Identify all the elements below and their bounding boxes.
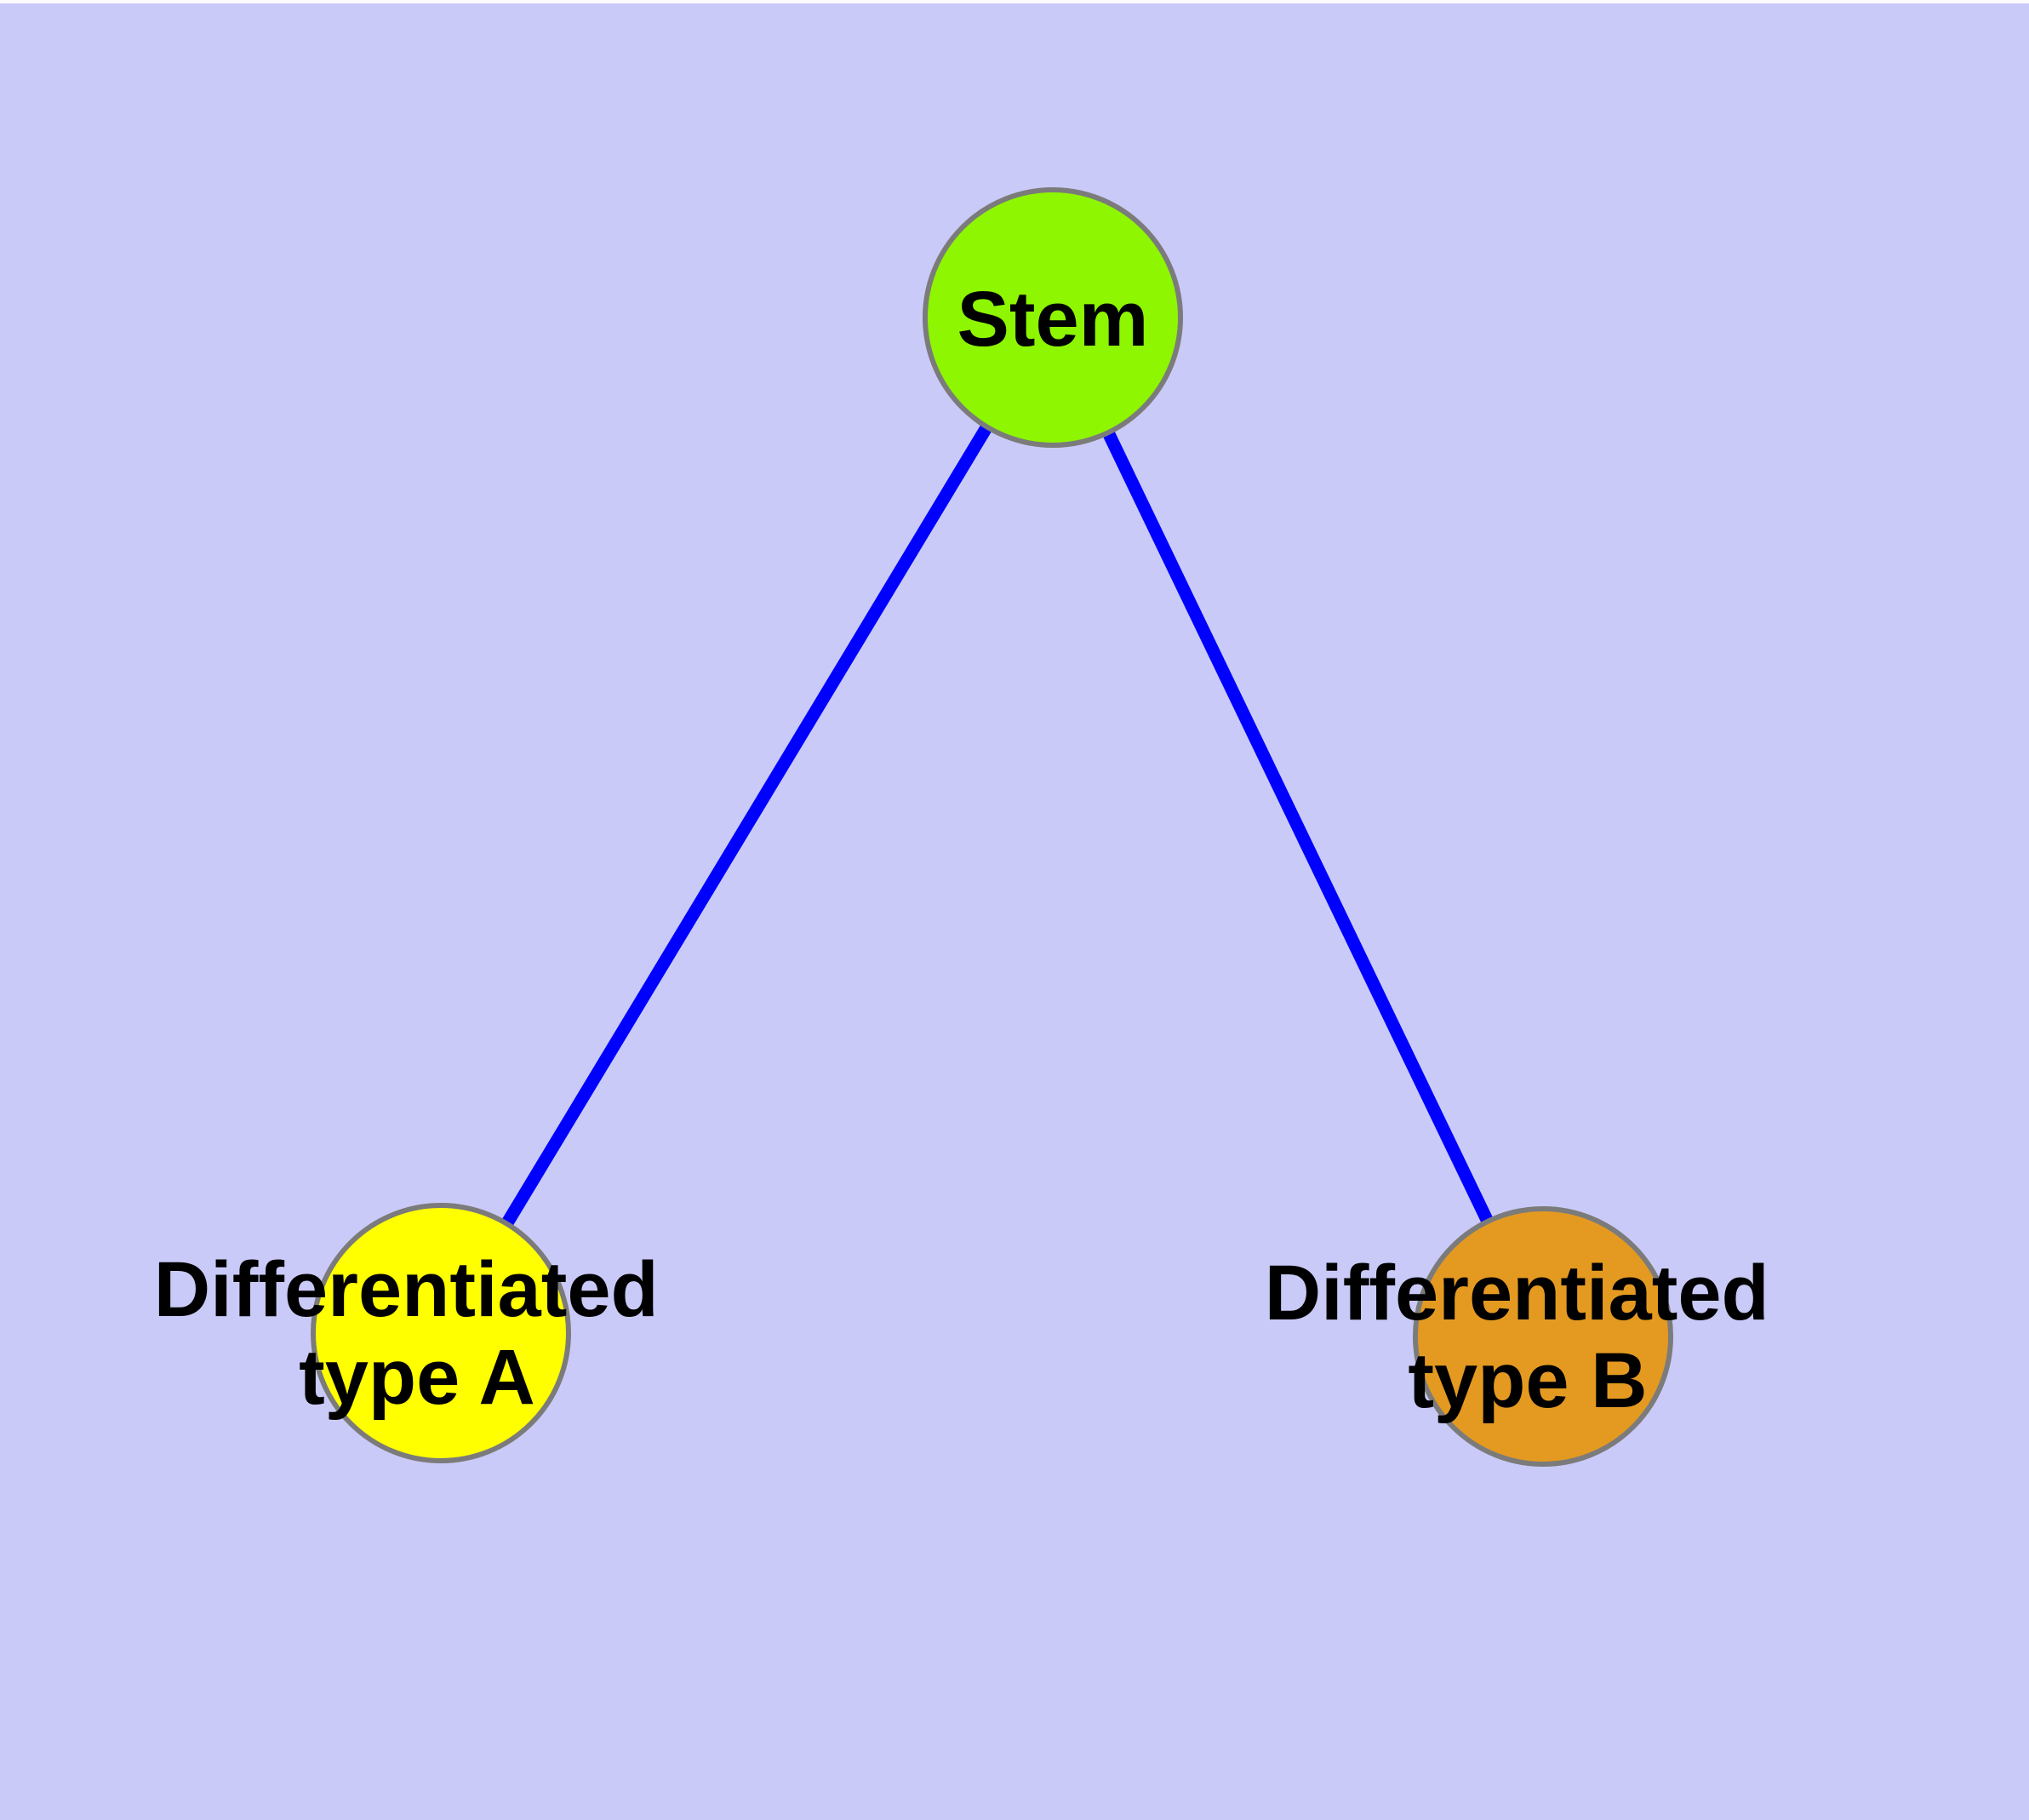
node-type-b-label: Differentiated type B [1265, 1250, 1792, 1424]
node-type-a-label: Differentiated type A [154, 1246, 681, 1421]
node-differentiated-type-a [311, 1203, 571, 1463]
node-type-b-label-line1: Differentiated [1265, 1250, 1769, 1336]
node-type-a-label-line1: Differentiated [154, 1246, 659, 1333]
node-stem-label: Stem [957, 276, 1149, 363]
node-stem [923, 187, 1183, 448]
node-type-b-label-line2: type B [1408, 1337, 1647, 1424]
edge-stem-to-type-b [1047, 314, 1549, 1340]
top-margin-strip [0, 0, 2029, 3]
edge-stem-to-type-a [435, 314, 1059, 1336]
node-differentiated-type-b [1413, 1206, 1673, 1467]
node-type-a-label-line2: type A [299, 1334, 535, 1421]
